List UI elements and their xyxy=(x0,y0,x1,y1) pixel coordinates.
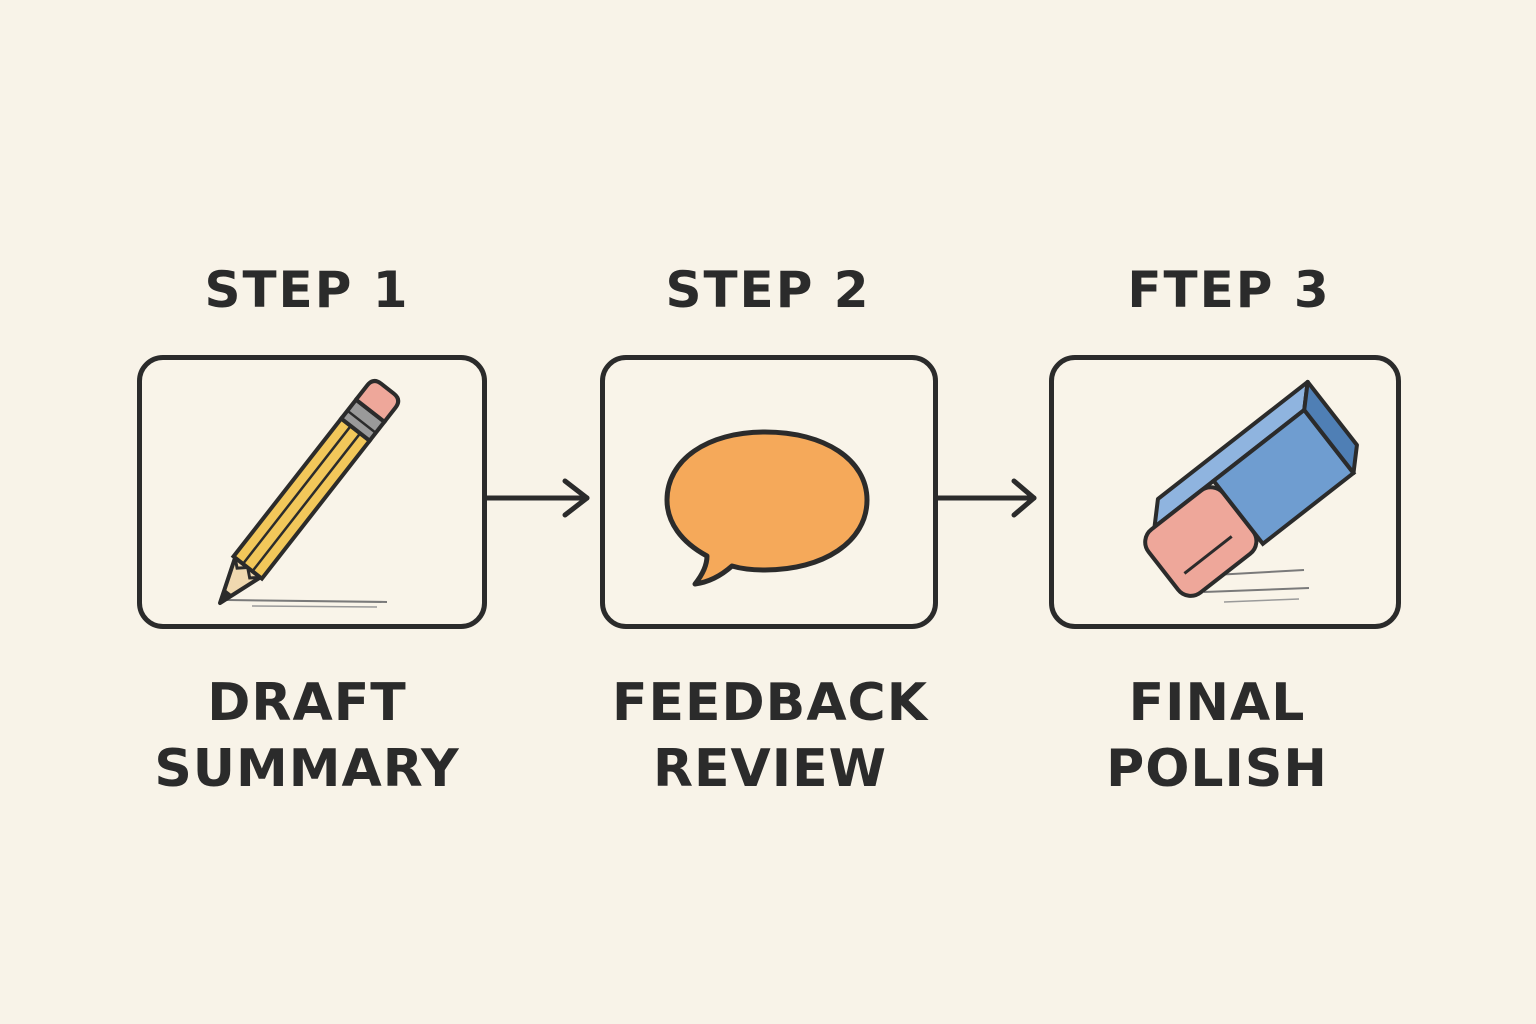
step-2-caption-line2: REVIEW xyxy=(652,739,888,799)
step-1: STEP 1 xyxy=(137,255,497,815)
pencil-icon xyxy=(218,379,401,608)
arrow-right-icon xyxy=(938,478,1037,518)
step-3-frame xyxy=(1049,355,1401,629)
arrow-right-icon xyxy=(487,478,590,518)
step-3-caption-line1: FINAL xyxy=(1128,673,1306,733)
eraser-icon xyxy=(1143,379,1359,603)
step-2-caption-line1: FEEDBACK xyxy=(611,673,929,733)
step-2-title: STEP 2 xyxy=(665,261,871,319)
step-1-caption-line2: SUMMARY xyxy=(154,739,460,799)
step-1-caption-line1: DRAFT xyxy=(207,673,407,733)
step-1-title: STEP 1 xyxy=(204,261,410,319)
step-3-title: FTEP 3 xyxy=(1127,261,1331,319)
step-3-caption: FINAL POLISH xyxy=(1037,670,1397,802)
step-2-caption: FEEDBACK REVIEW xyxy=(590,670,950,802)
step-1-caption: DRAFT SUMMARY xyxy=(127,670,487,802)
step-3-caption-line2: POLISH xyxy=(1106,739,1328,799)
step-1-frame xyxy=(137,355,487,629)
step-3: FTEP 3 FINAL xyxy=(1049,255,1409,815)
speech-bubble-icon xyxy=(664,429,870,587)
step-2: STEP 2 FEEDBACK REVIEW xyxy=(600,255,960,815)
step-2-frame xyxy=(600,355,938,629)
